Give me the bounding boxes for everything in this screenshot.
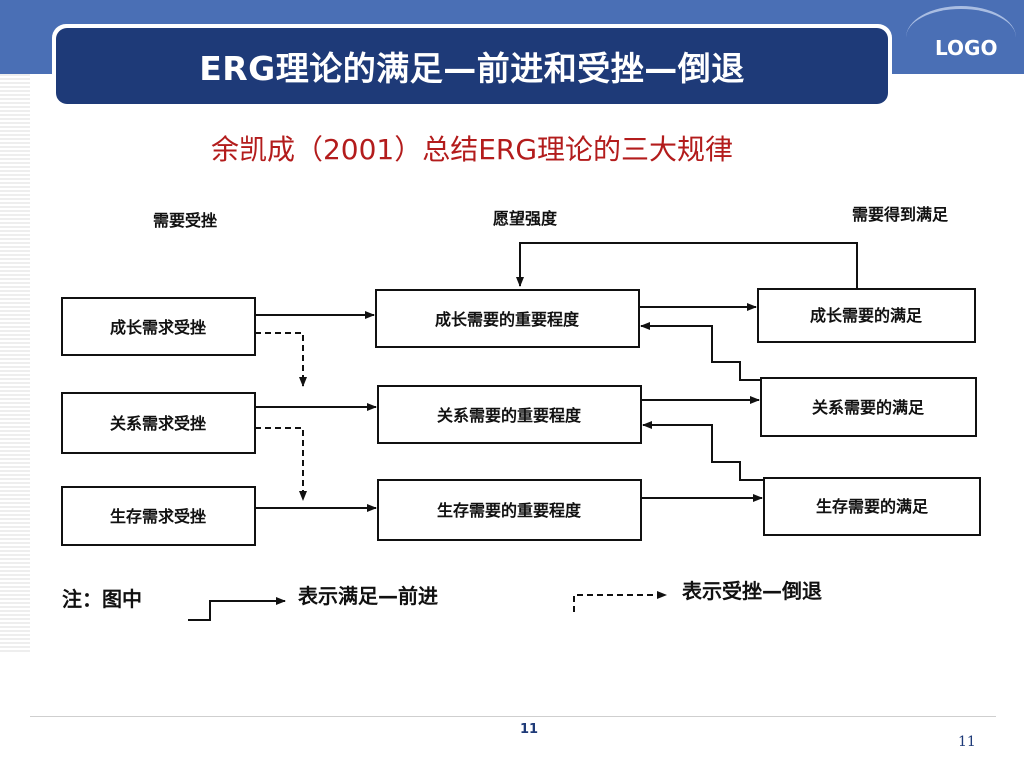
logo-arc: [906, 6, 1016, 69]
frustration-box-existence-label: 生存需求受挫: [110, 507, 206, 526]
header-desire: 愿望强度: [493, 209, 558, 228]
importance-box-relation: [377, 385, 642, 444]
page-number: 11: [958, 734, 976, 750]
footer-divider: [30, 716, 996, 717]
frustration-box-relation-label: 关系需求受挫: [110, 414, 206, 433]
dashed-arrow-growth-to-relation: [255, 332, 307, 387]
frustration-box-relation: [61, 392, 256, 454]
frustration-box-existence: [61, 486, 256, 546]
importance-box-existence: [377, 479, 642, 541]
logo: LOGO: [935, 36, 998, 60]
legend-note: 注：图中: [62, 587, 142, 611]
satisfaction-box-existence: [763, 477, 981, 536]
legend-dashed-meaning: 表示受挫—倒退: [682, 579, 822, 603]
satisfaction-box-relation: [760, 377, 977, 437]
importance-box-growth: [375, 289, 640, 348]
arrow-relation-satisfaction-to-growth-importance: [640, 322, 761, 381]
importance-box-existence-label: 生存需要的重要程度: [437, 501, 582, 520]
left-stripe-decoration: [0, 74, 30, 654]
frustration-box-growth: [61, 297, 256, 356]
satisfaction-box-relation-label: 关系需要的满足: [812, 398, 925, 417]
satisfaction-box-existence-label: 生存需要的满足: [816, 497, 929, 516]
satisfaction-box-growth: [757, 288, 976, 343]
slide-subtitle: 余凯成（2001）总结ERG理论的三大规律: [210, 133, 734, 166]
arrow-existence-satisfaction-to-relation-importance: [642, 421, 764, 481]
header-satisfied: 需要得到满足: [852, 205, 949, 224]
importance-box-growth-label: 成长需要的重要程度: [435, 310, 580, 329]
dashed-arrow-relation-to-existence: [255, 427, 307, 501]
legend-dashed-arrow: [573, 591, 667, 612]
legend-solid-arrow: [188, 597, 286, 621]
header-frustration: 需要受挫: [153, 211, 217, 230]
feedback-loop-line: [516, 242, 858, 290]
frustration-box-growth-label: 成长需求受挫: [110, 318, 206, 337]
footer-number: 11: [520, 722, 539, 737]
legend-solid-meaning: 表示满足—前进: [298, 584, 438, 608]
satisfaction-box-growth-label: 成长需要的满足: [810, 306, 923, 325]
importance-box-relation-label: 关系需要的重要程度: [437, 406, 582, 425]
slide-title: ERG理论的满足—前进和受挫—倒退: [56, 28, 888, 104]
